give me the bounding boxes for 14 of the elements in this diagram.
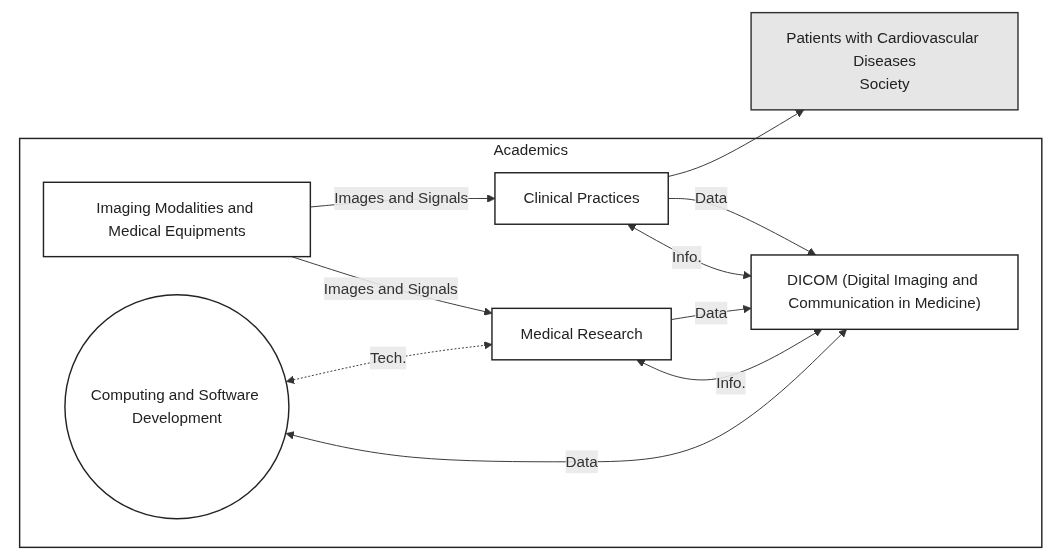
node-box: Clinical Practices [494,172,669,225]
node-circle: Computing and Software Development [63,294,290,520]
edge-label: Data [694,304,728,321]
node-box: DICOM (Digital Imaging and Communication in Medicine) [750,254,1019,331]
node-box: Imaging Modalities and Medical Equipments [42,181,311,258]
edge-label: Data [694,189,728,207]
edge-label: Images and Signals [323,280,458,297]
edge-label: Data [565,453,598,470]
edge-label: Info. [671,248,702,266]
edge-label: Images and Signals [333,189,468,207]
edge-label: Info. [715,374,746,391]
node-box: Patients with Cardiovascular Diseases Society [750,11,1019,111]
edge-label: Tech. [369,349,407,366]
node-box: Medical Research [491,307,672,361]
